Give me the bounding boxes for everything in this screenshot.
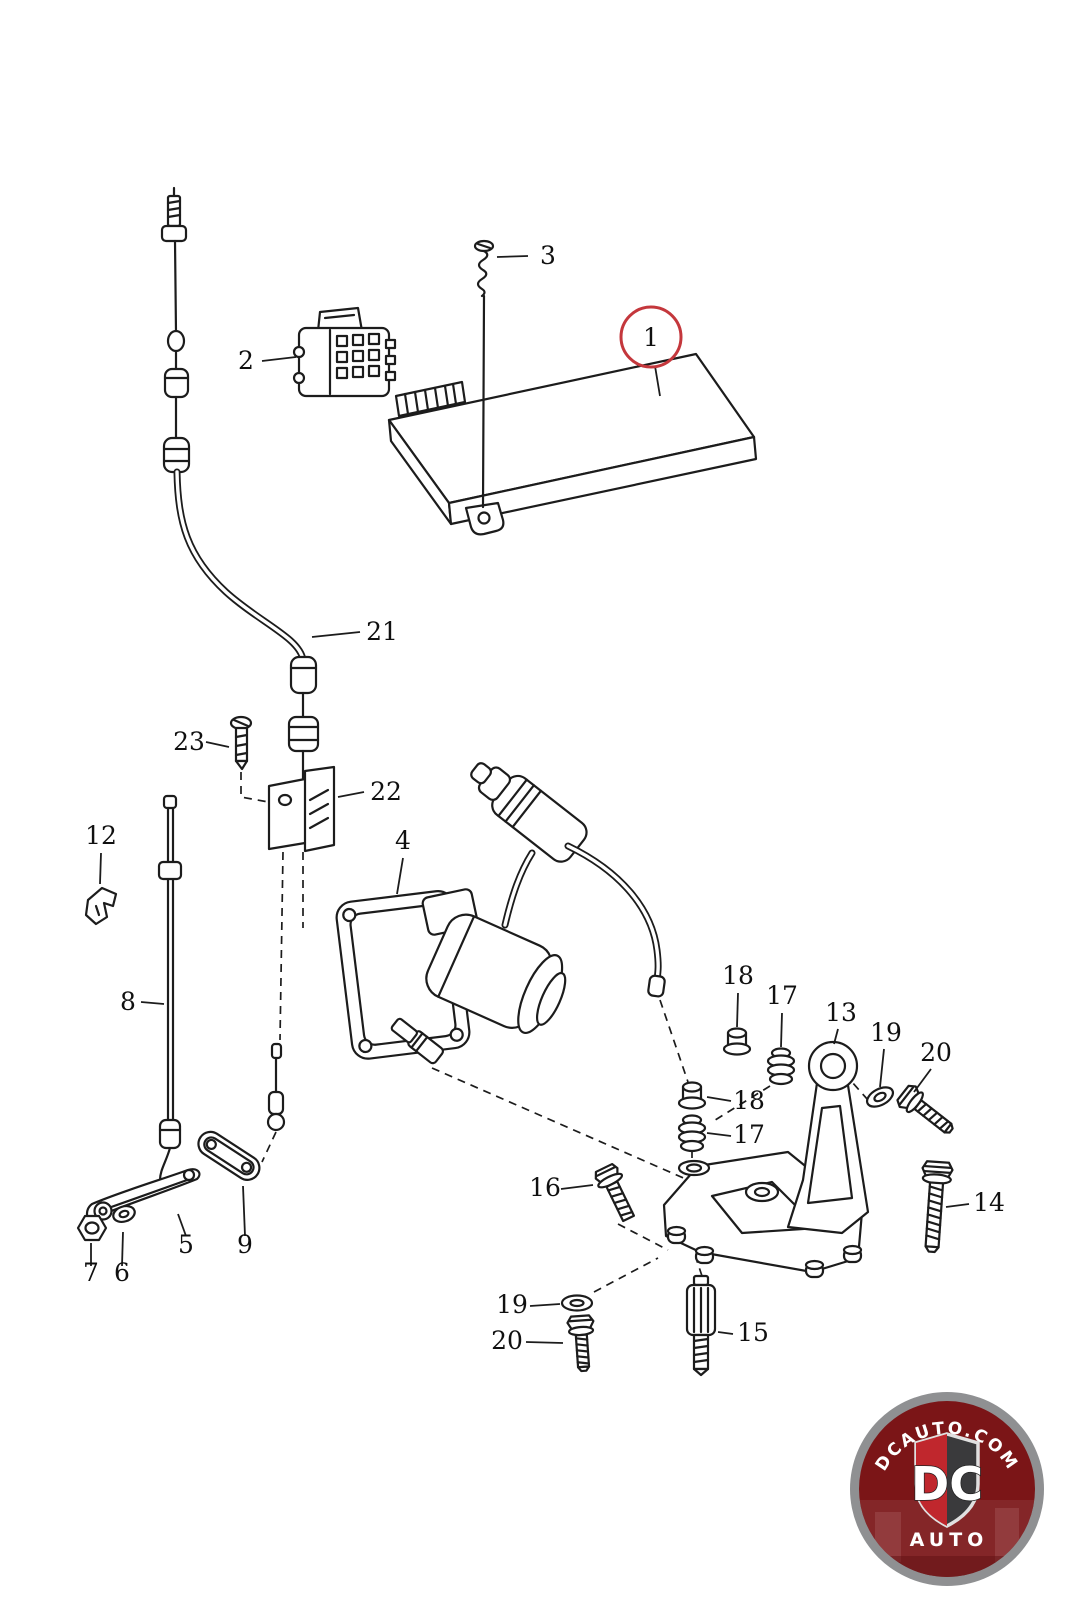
part-9-link [197, 1130, 261, 1181]
part-19-washer-a [865, 1086, 895, 1108]
part-8-rod [157, 794, 183, 1192]
callout-4: 4 [395, 826, 411, 855]
callout-18-a: 18 [722, 961, 754, 990]
callout-5: 5 [178, 1230, 194, 1259]
dcauto-watermark: DCAUTO.COM DC AUTO [850, 1392, 1044, 1586]
part-19-washer-b [560, 1294, 594, 1312]
callout-21: 21 [366, 617, 398, 646]
part-20-bolt-a [896, 1084, 954, 1134]
part-1-control-unit [387, 352, 758, 536]
callout-18-b: 18 [733, 1086, 765, 1115]
part-7-nut [76, 1214, 108, 1242]
part-20-bolt-b [566, 1314, 595, 1373]
part-3-screw [473, 239, 495, 509]
part-18-bushing-a [722, 1027, 752, 1056]
callout-17-a: 17 [766, 981, 798, 1010]
callout-15: 15 [737, 1318, 769, 1347]
callout-16: 16 [529, 1173, 561, 1202]
highlight-circle [619, 305, 683, 369]
callout-23: 23 [173, 727, 205, 756]
callout-20-b: 20 [491, 1326, 523, 1355]
part-4-actuator [335, 762, 666, 1065]
part-5-lever [85, 1168, 201, 1224]
part-16-screw [594, 1162, 636, 1223]
callout-6: 6 [114, 1258, 130, 1287]
callout-2: 2 [238, 346, 254, 375]
watermark-shield-left [916, 1434, 947, 1526]
part-6-washer [112, 1204, 136, 1224]
part-15-mount-stud [685, 1274, 717, 1377]
callout-3: 3 [540, 241, 556, 270]
callout-1: 1 [643, 323, 659, 352]
connecting-pin [266, 1042, 286, 1132]
callout-7: 7 [83, 1258, 99, 1287]
part-18-bushing-b [677, 1081, 707, 1110]
part-13-bracket-console [662, 1040, 870, 1279]
callout-13: 13 [825, 998, 857, 1027]
part-17-grommet-b [677, 1114, 707, 1153]
callout-8: 8 [120, 987, 136, 1016]
callout-12: 12 [85, 821, 117, 850]
part-14-bolt [921, 1160, 954, 1254]
callouts: 3 2 1 21 23 22 12 8 4 18 17 13 19 20 18 … [83, 241, 1005, 1355]
assembly-dashed-lines [261, 851, 869, 1293]
callout-19-a: 19 [870, 1018, 902, 1047]
watermark-monogram: DC [911, 1457, 983, 1511]
part-12-clip [84, 886, 118, 926]
callout-19-b: 19 [496, 1290, 528, 1319]
callout-9: 9 [237, 1230, 253, 1259]
callout-14: 14 [973, 1188, 1005, 1217]
callout-22: 22 [370, 777, 402, 806]
part-17-grommet-a [766, 1047, 796, 1086]
part-21-throttle-cable [160, 186, 320, 802]
watermark-subtitle: AUTO [910, 1529, 989, 1551]
callout-20-a: 20 [920, 1038, 952, 1067]
callout-17-b: 17 [733, 1120, 765, 1149]
part-2-connector-plug [292, 306, 397, 398]
part-22-bracket [267, 765, 336, 853]
round-connector [470, 762, 588, 863]
